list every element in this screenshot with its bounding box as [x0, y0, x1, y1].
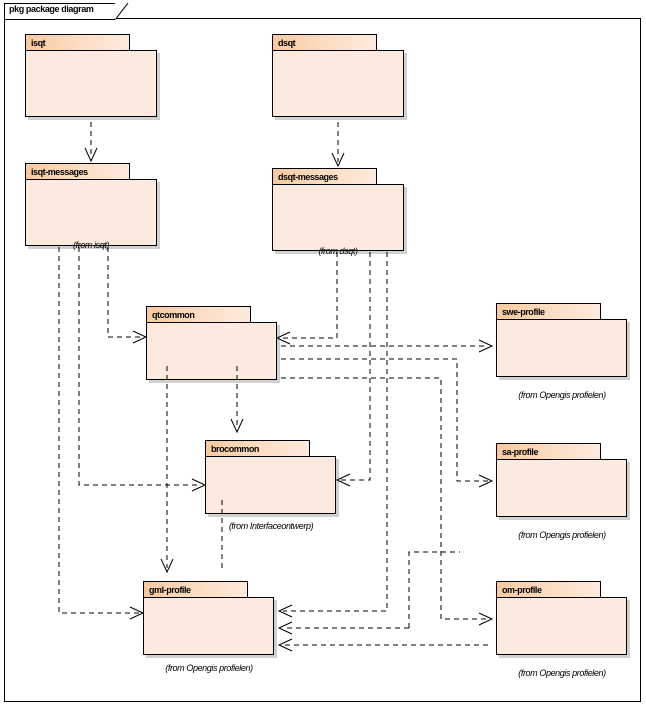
- package-isqt-messages-from: (from isqt): [72, 240, 110, 250]
- package-brocommon-body: [205, 456, 336, 514]
- package-sa-profile-body: [496, 459, 627, 517]
- package-gml-profile-tab: gml-profile: [143, 581, 248, 598]
- package-brocommon-label: brocommon: [211, 444, 259, 454]
- package-isqt-messages-tab: isqt-messages: [25, 163, 130, 180]
- package-swe-profile-tab: swe-profile: [496, 303, 601, 320]
- package-dsqt-body: [272, 50, 404, 117]
- package-sa-profile-from: (from Opengis profielen): [518, 530, 606, 540]
- package-qtcommon-label: qtcommon: [152, 310, 195, 320]
- package-dsqt-messages-tab: dsqt-messages: [272, 168, 377, 185]
- package-om-profile-tab: om-profile: [496, 581, 601, 598]
- package-isqt-tab: isqt: [25, 34, 130, 51]
- package-isqt-body: [25, 50, 157, 117]
- package-isqt-label: isqt: [31, 38, 46, 48]
- package-gml-profile-from: (from Opengis profielen): [165, 663, 253, 673]
- package-sa-profile-tab: sa-profile: [496, 443, 601, 460]
- package-isqt-messages-label: isqt-messages: [31, 167, 88, 177]
- package-brocommon-tab: brocommon: [205, 440, 310, 457]
- package-gml-profile-body: [143, 597, 274, 655]
- package-om-profile-from: (from Opengis profielen): [518, 668, 606, 678]
- package-om-profile-body: [496, 597, 627, 655]
- package-sa-profile-label: sa-profile: [502, 447, 539, 457]
- diagram-frame-tab: [4, 3, 116, 20]
- package-swe-profile-body: [496, 319, 627, 377]
- package-qtcommon-tab: qtcommon: [146, 306, 251, 323]
- package-dsqt-messages-body: [272, 184, 404, 251]
- package-om-profile-label: om-profile: [502, 585, 542, 595]
- diagram-title: pkg package diagram: [9, 4, 94, 14]
- package-dsqt-messages-label: dsqt-messages: [278, 172, 338, 182]
- package-brocommon-from: (from Interfaceontwerp): [228, 521, 314, 531]
- package-dsqt-messages-from: (from dsqt): [318, 246, 358, 256]
- package-dsqt-tab: dsqt: [272, 34, 377, 51]
- package-dsqt-label: dsqt: [278, 38, 296, 48]
- package-gml-profile-label: gml-profile: [149, 585, 191, 595]
- package-qtcommon-body: [146, 322, 277, 380]
- package-isqt-messages-body: [25, 179, 157, 246]
- package-swe-profile-label: swe-profile: [502, 307, 545, 317]
- package-swe-profile-from: (from Opengis profielen): [518, 390, 606, 400]
- diagram-frame: [4, 18, 641, 702]
- diagram-frame-tab-corner: [115, 3, 129, 21]
